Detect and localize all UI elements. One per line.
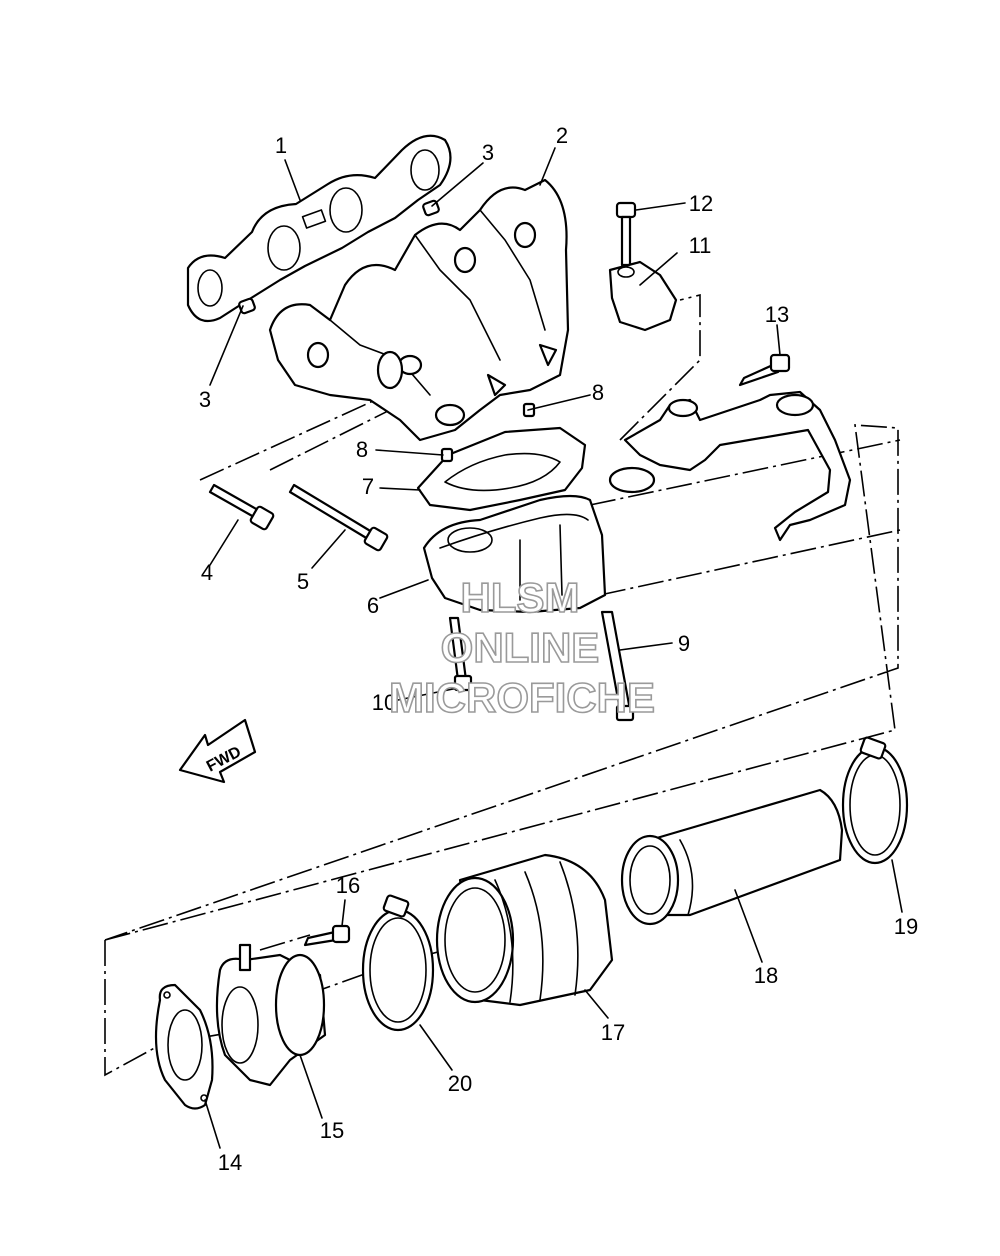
callout-2: 2	[556, 123, 568, 148]
callout-6: 6	[367, 593, 379, 618]
bracket-and-bolt	[608, 201, 678, 332]
callout-8b: 8	[592, 380, 604, 405]
exhaust-manifold	[268, 178, 570, 442]
callout-12: 12	[689, 191, 713, 216]
watermark: HLSM ONLINE MICROFICHE	[388, 573, 656, 722]
stud-and-nut	[448, 610, 635, 722]
callout-14: 14	[218, 1150, 242, 1175]
watermark-line-2: ONLINE	[441, 624, 600, 671]
callout-10: 10	[372, 690, 396, 715]
water-pipe	[608, 390, 852, 542]
callout-18: 18	[754, 963, 778, 988]
callout-3a: 3	[482, 140, 494, 165]
callout-5: 5	[297, 569, 309, 594]
callout-7: 7	[362, 474, 374, 499]
callout-15: 15	[320, 1118, 344, 1143]
flange-gasket	[154, 983, 214, 1110]
watermark-line-3: MICROFICHE	[389, 674, 655, 721]
exhaust-outlet	[215, 943, 327, 1087]
callout-3b: 3	[199, 387, 211, 412]
callout-1: 1	[275, 133, 287, 158]
hose-clamp-front	[361, 894, 435, 1032]
leader-lines	[204, 147, 903, 1149]
watermark-line-1: HLSM	[461, 574, 580, 621]
callout-8a: 8	[356, 437, 368, 462]
callout-17: 17	[601, 1020, 625, 1045]
callout-9: 9	[678, 631, 690, 656]
outlet-bolt	[303, 924, 351, 947]
callout-19: 19	[894, 914, 918, 939]
callout-13: 13	[765, 302, 789, 327]
exhaust-chamber	[422, 494, 607, 614]
exhaust-gasket	[416, 426, 587, 512]
fwd-arrow-icon: FWD	[178, 718, 257, 784]
manifold-bolts	[208, 483, 389, 552]
rubber-hose	[435, 853, 614, 1007]
callout-4: 4	[201, 560, 213, 585]
water-bolt	[738, 353, 791, 387]
callout-20: 20	[448, 1071, 472, 1096]
rear-pipe	[620, 788, 844, 926]
callout-11: 11	[689, 233, 712, 258]
hose-clamp-rear	[841, 736, 909, 865]
callout-numbers: 1 2 3 3 4 5 6 7 8 8 9 10 11 12 13 14 15 …	[199, 123, 918, 1175]
callout-16: 16	[336, 873, 360, 898]
